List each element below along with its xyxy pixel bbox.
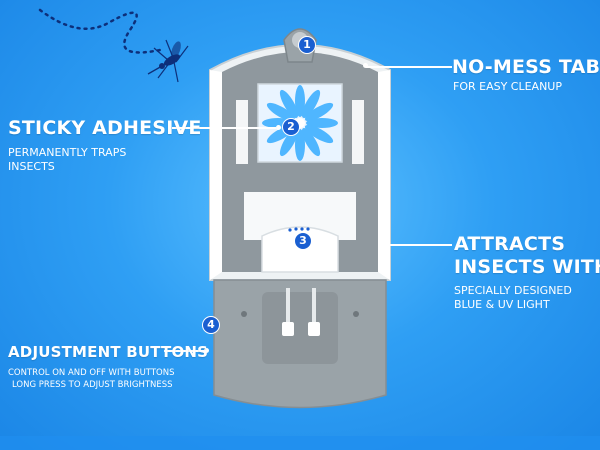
callout-2-line — [172, 127, 276, 129]
callout-4-line — [164, 350, 204, 352]
callout-4-sub-1: CONTROL ON AND OFF WITH BUTTONS — [8, 368, 175, 378]
callout-2-sub-2: INSECTS — [8, 160, 55, 173]
callout-2-title: STICKY ADHESIVE — [8, 117, 202, 139]
callout-3-title: ATTRACTS — [454, 233, 566, 255]
callout-3-badge: 3 — [294, 232, 312, 250]
flight-path — [38, 8, 162, 54]
callout-2-sub-1: PERMANENTLY TRAPS — [8, 146, 127, 159]
callout-4-dot — [204, 348, 209, 353]
callout-3-title-2: INSECTS WITH — [454, 256, 600, 278]
callout-1-badge: 1 — [298, 36, 316, 54]
callout-4-badge: 4 — [202, 316, 220, 334]
mosquito-icon — [147, 39, 189, 83]
callout-3-sub-1: SPECIALLY DESIGNED — [454, 284, 572, 297]
callout-4-sub-2: LONG PRESS TO ADJUST BRIGHTNESS — [12, 380, 173, 390]
callout-1-title: NO-MESS TAB — [452, 56, 600, 78]
callout-2-dot — [276, 125, 281, 130]
callout-1-sub: FOR EASY CLEANUP — [453, 80, 562, 93]
callout-3-dot — [385, 242, 390, 247]
callout-4-title: ADJUSTMENT BUTTONS — [8, 343, 209, 361]
callout-3-sub-2: BLUE & UV LIGHT — [454, 298, 550, 311]
callout-2-badge: 2 — [282, 118, 300, 136]
callout-3-line — [388, 244, 452, 246]
callout-1-dot — [363, 63, 368, 68]
callout-1-line — [366, 66, 452, 68]
